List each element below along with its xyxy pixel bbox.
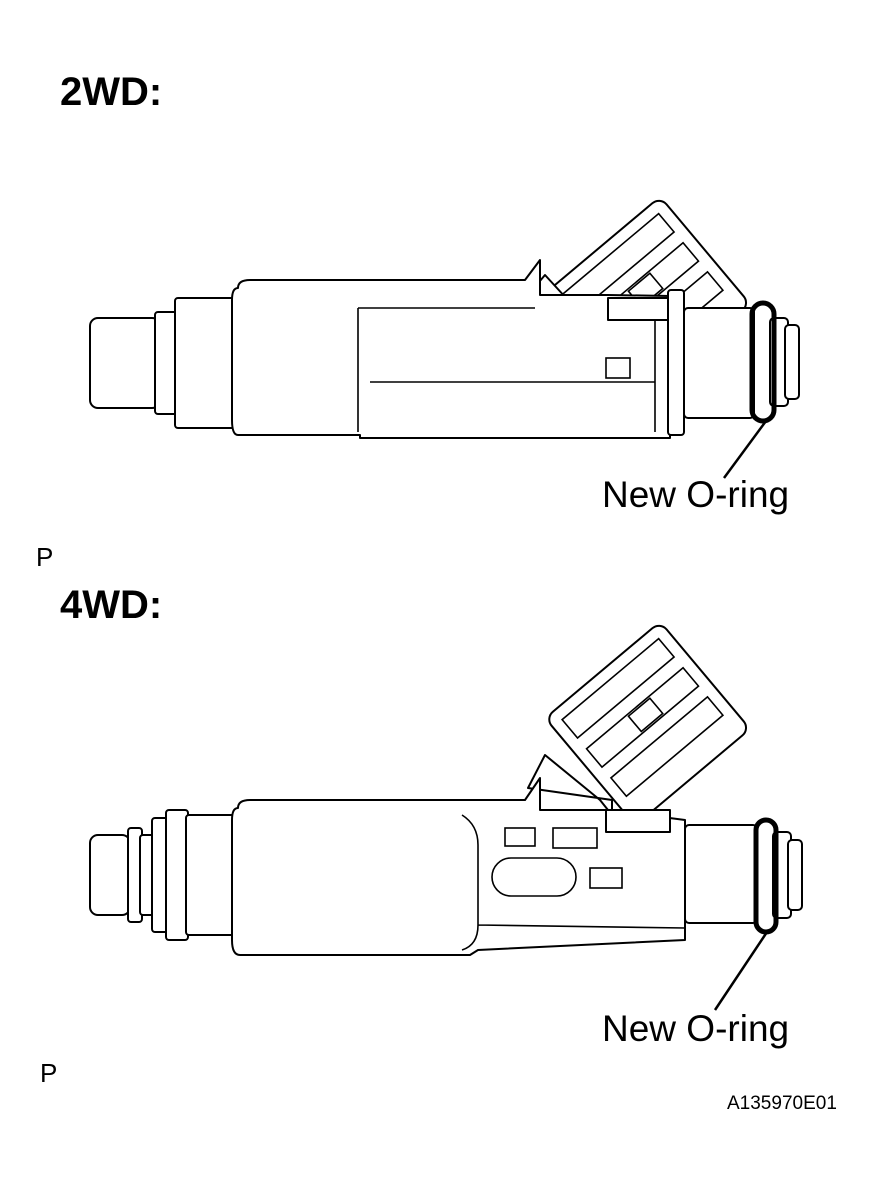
leader-line-4wd	[713, 931, 769, 1011]
injector-4wd-drawing	[89, 624, 803, 1011]
body-2wd	[231, 259, 671, 439]
leader-line-2wd	[722, 420, 768, 479]
heading-2wd: 2WD:	[60, 70, 163, 114]
callout-new-o-ring-2wd: New O-ring	[602, 474, 790, 515]
figure-code: A135970E01	[727, 1093, 837, 1114]
inlet-tip-2wd	[89, 317, 161, 409]
o-ring-2wd	[749, 300, 777, 424]
injector-2wd-drawing	[89, 199, 800, 479]
view-mark-2wd: P	[36, 542, 54, 572]
callout-new-o-ring-4wd: New O-ring	[602, 1008, 790, 1049]
inlet-tip-4wd	[89, 834, 131, 916]
view-mark-4wd: P	[40, 1058, 58, 1088]
connector-4wd	[548, 624, 748, 823]
body-4wd	[231, 777, 686, 956]
heading-4wd: 4WD:	[60, 583, 163, 627]
